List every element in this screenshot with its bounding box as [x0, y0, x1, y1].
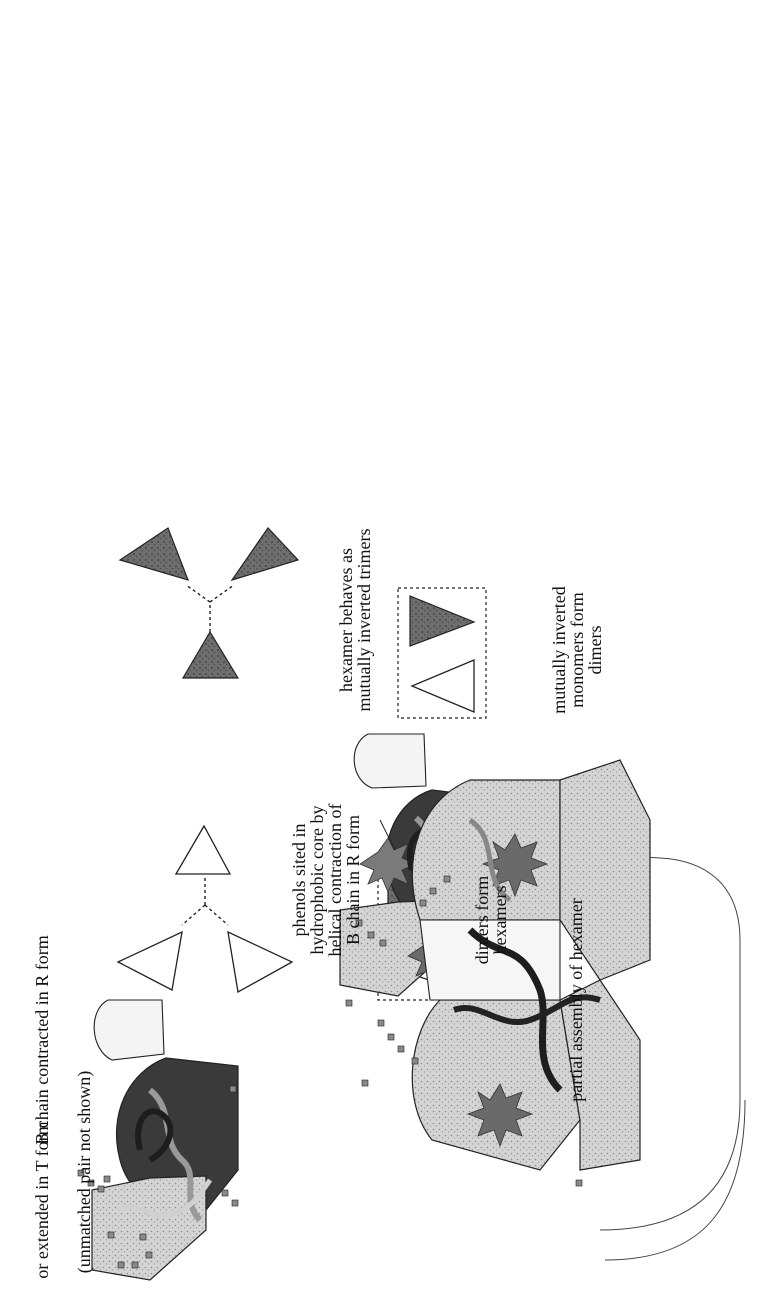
white-triangle: [228, 932, 292, 992]
monomer-dimer: [398, 588, 486, 718]
label-phenols: hydrophobic core by: [307, 806, 327, 955]
label-partial-assembly: partial assembly of hexamer: [566, 898, 586, 1101]
label-monomers-form-dimers: mutually inverted: [549, 586, 569, 713]
dark-monomer: [410, 596, 474, 646]
label-monomers-form-dimers: dimers: [585, 626, 605, 675]
label-phenols: phenols sited in: [289, 824, 309, 937]
label-extended-t-form: or extended in T form: [32, 1121, 52, 1278]
white-trimer: [118, 826, 292, 992]
hexamer-partial-assembly: [362, 760, 745, 1260]
dark-triangle: [183, 632, 238, 678]
label-dimers-form-hexamers: dimers form: [472, 876, 492, 964]
white-triangle: [176, 826, 230, 874]
white-triangle: [118, 932, 182, 990]
dark-trimer: [120, 528, 298, 678]
label-phenols: helical contraction of: [325, 804, 345, 957]
label-dimers-form-hexamers: hexamers: [490, 886, 510, 955]
label-unmatched-pair: (unmatched pair not shown): [74, 1071, 95, 1273]
label-phenols: B chain in R form: [343, 815, 363, 945]
t-form-dimer: [78, 1000, 238, 1280]
t-form-lobe-white: [94, 1000, 164, 1060]
label-monomers-form-dimers: monomers form: [567, 592, 587, 707]
r-form-lobe-white: [354, 734, 426, 788]
dark-triangle: [120, 528, 188, 580]
label-hexamer-trimers: hexamer behaves as: [336, 548, 356, 692]
label-hexamer-trimers: mutually inverted trimers: [354, 529, 374, 712]
white-monomer: [412, 660, 474, 712]
dark-triangle: [232, 528, 298, 580]
label-b-chain-contracted: B chain contracted in R form: [32, 935, 52, 1144]
